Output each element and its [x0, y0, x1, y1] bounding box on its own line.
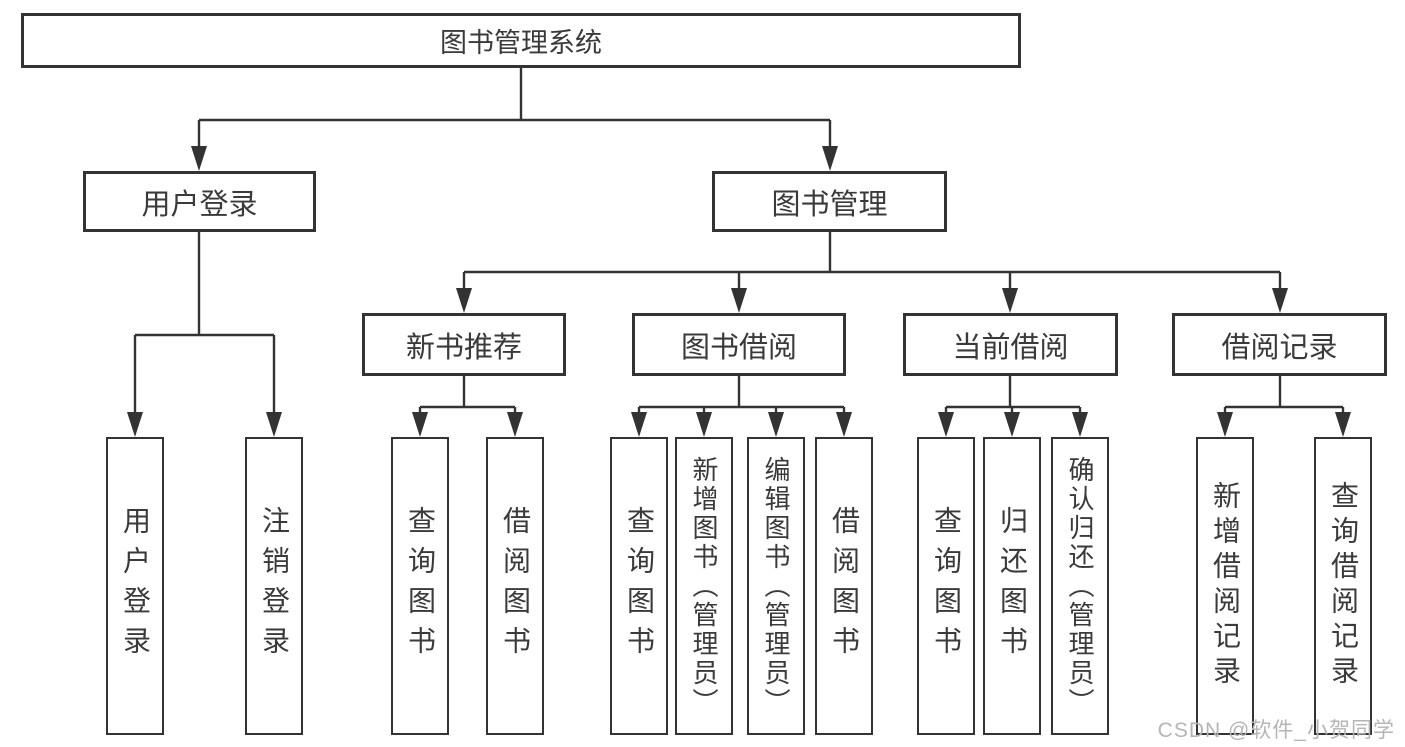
node-label: 用户登录 [120, 506, 151, 666]
leaf-add-borrow-record: 新增借阅记录 [1196, 437, 1254, 735]
leaf-confirm-return-admin: 确认归还（管理员） [1051, 437, 1109, 735]
node-library-management-system: 图书管理系统 [21, 13, 1021, 68]
leaf-borrow-books-borrowing: 借阅图书 [815, 437, 873, 735]
node-label: 当前借阅 [952, 331, 1069, 364]
node-user-login: 用户登录 [83, 171, 316, 232]
node-label: 注销登录 [259, 506, 290, 666]
leaf-add-book-admin: 新增图书（管理员） [675, 437, 733, 735]
leaf-query-books-borrowing: 查询图书 [610, 437, 668, 735]
node-label: 图书管理系统 [440, 28, 602, 58]
node-label: 查询借阅记录 [1328, 481, 1359, 691]
node-label: 借阅图书 [829, 506, 860, 666]
node-label: 归还图书 [997, 506, 1028, 666]
leaf-logout: 注销登录 [245, 437, 303, 735]
leaf-edit-book-admin: 编辑图书（管理员） [747, 437, 805, 735]
leaf-query-books-current: 查询图书 [917, 437, 975, 735]
node-label: 借阅记录 [1221, 331, 1338, 364]
leaf-query-books-recommend: 查询图书 [391, 437, 449, 735]
node-label: 查询图书 [405, 506, 436, 666]
node-label: 确认归还（管理员） [1065, 455, 1095, 717]
node-label: 用户登录 [141, 188, 258, 221]
leaf-user-login: 用户登录 [106, 437, 164, 735]
node-label: 查询图书 [624, 506, 655, 666]
node-label: 新增借阅记录 [1210, 481, 1241, 691]
csdn-watermark: CSDN @软件_小贺同学 [1157, 719, 1395, 742]
node-label: 新增图书（管理员） [689, 455, 719, 717]
node-borrowing-records: 借阅记录 [1172, 313, 1387, 376]
leaf-query-borrow-record: 查询借阅记录 [1314, 437, 1372, 735]
node-current-borrowing: 当前借阅 [903, 313, 1118, 376]
node-label: 查询图书 [931, 506, 962, 666]
node-label: 图书借阅 [680, 331, 797, 364]
node-book-borrowing: 图书借阅 [632, 313, 846, 376]
node-label: 借阅图书 [500, 506, 531, 666]
node-new-book-recommendation: 新书推荐 [362, 313, 566, 376]
node-label: 编辑图书（管理员） [761, 455, 791, 717]
leaf-return-books: 归还图书 [983, 437, 1041, 735]
node-label: 图书管理 [771, 188, 888, 221]
node-book-management: 图书管理 [712, 171, 947, 232]
node-label: 新书推荐 [405, 331, 522, 364]
leaf-borrow-books-recommend: 借阅图书 [486, 437, 544, 735]
